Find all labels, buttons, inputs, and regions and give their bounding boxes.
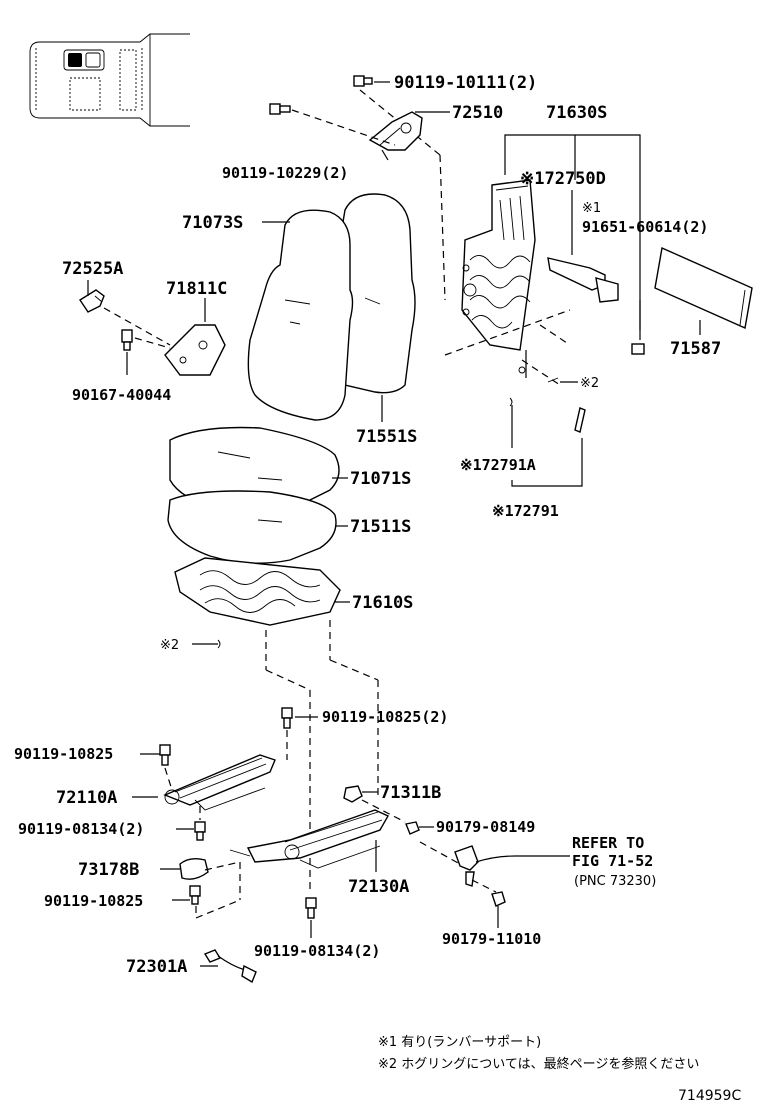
- label-71073s: 71073S: [182, 213, 243, 233]
- footnotes: ※1 有り(ランバーサポート) ※2 ホグリングについては、最終ページを参照くだ…: [378, 1035, 699, 1072]
- label-72791a: ※172791A: [460, 456, 536, 474]
- label-71311b: 71311B: [380, 783, 441, 803]
- label-71511s: 71511S: [350, 517, 411, 537]
- bolt-90119-08134-left-icon: [194, 821, 206, 841]
- bolt-90119-10111-icon: [353, 75, 373, 87]
- label-90167-40044: 90167-40044: [72, 386, 171, 404]
- screw-91651-60614-icon: [631, 343, 645, 355]
- label-pnc: (PNC 73230): [574, 874, 656, 889]
- bolt-90119-10229-icon: [269, 103, 291, 115]
- label-90119-10229: 90119-10229(2): [222, 164, 348, 182]
- recliner-cover-71811c-icon: [164, 324, 226, 376]
- nut-90179-08149-icon: [405, 821, 420, 835]
- hog-ring-icon: [547, 377, 559, 383]
- label-mark2a: ※2: [580, 376, 599, 391]
- seat-belt-buckle-icon: [454, 845, 516, 887]
- label-71587: 71587: [670, 339, 721, 359]
- diagram-code: 714959C: [678, 1088, 741, 1104]
- label-refer-to: REFER TO: [572, 834, 644, 852]
- label-90119-10825-a: 90119-10825: [14, 745, 113, 763]
- label-71630s: 71630S: [546, 103, 607, 123]
- cover-73178b-icon: [179, 857, 209, 880]
- footnote-1: ※1 有り(ランバーサポート): [378, 1035, 541, 1050]
- label-90119-10825-b: 90119-10825: [44, 892, 143, 910]
- label-72525a: 72525A: [62, 259, 123, 279]
- screw-90167-40044-icon: [121, 329, 133, 351]
- label-73178b: 73178B: [78, 860, 139, 880]
- label-72301a: 72301A: [126, 957, 187, 977]
- label-90119-08134-2b: 90119-08134(2): [254, 942, 380, 960]
- label-mark2b: ※2: [160, 638, 179, 653]
- guide-72525a-icon: [79, 289, 105, 313]
- bolt-90119-08134-lower-icon: [305, 897, 317, 919]
- label-90119-10111: 90119-10111(2): [394, 73, 537, 93]
- cable-72301a-icon: [203, 949, 257, 984]
- seatback-cover-71073s-icon: [247, 193, 416, 421]
- seatback-frame-71630s-icon: [461, 179, 536, 351]
- label-fig-71-52: FIG 71-52: [572, 852, 653, 870]
- label-71551s: 71551S: [356, 427, 417, 447]
- label-91651-60614: 91651-60614(2): [582, 218, 708, 236]
- rod-72791-icon: [574, 407, 586, 433]
- label-mark1: ※1: [582, 201, 601, 216]
- footnote-2: ※2 ホグリングについては、最終ページを参照ください: [378, 1056, 699, 1072]
- vehicle-locator-icon: [29, 33, 190, 127]
- part-labels: 90119-10111(2) 72510 71630S 90119-10229(…: [14, 73, 721, 977]
- pad-71587-icon: [654, 246, 753, 330]
- label-71071s: 71071S: [350, 469, 411, 489]
- label-90119-08134-2a: 90119-08134(2): [18, 820, 144, 838]
- label-72130a: 72130A: [348, 877, 409, 897]
- seat-cushion-pad-71511s-icon: [167, 490, 337, 564]
- label-71610s: 71610S: [352, 593, 413, 613]
- bracket-72510-icon: [368, 111, 423, 151]
- nut-90179-11010-icon: [491, 891, 506, 907]
- label-90119-10825-2: 90119-10825(2): [322, 708, 448, 726]
- seat-frame-71610s-icon: [174, 557, 341, 626]
- label-72510: 72510: [452, 103, 503, 123]
- nut-71311b-icon: [343, 785, 363, 803]
- label-72110a: 72110A: [56, 788, 117, 808]
- label-90179-11010: 90179-11010: [442, 930, 541, 948]
- label-72750d: ※172750D: [520, 169, 606, 189]
- bolt-90119-10825-left-icon: [159, 744, 171, 766]
- label-72791: ※172791: [492, 502, 559, 520]
- label-90179-08149: 90179-08149: [436, 818, 535, 836]
- lumbar-support-72750d-icon: [547, 257, 619, 303]
- seat-rail-72130a-icon: [229, 809, 389, 869]
- label-71811c: 71811C: [166, 279, 227, 299]
- bolt-90119-10825-lower-icon: [189, 885, 201, 905]
- seat-rail-72110a-icon: [163, 754, 276, 811]
- bolt-90119-10825-icon: [281, 707, 293, 729]
